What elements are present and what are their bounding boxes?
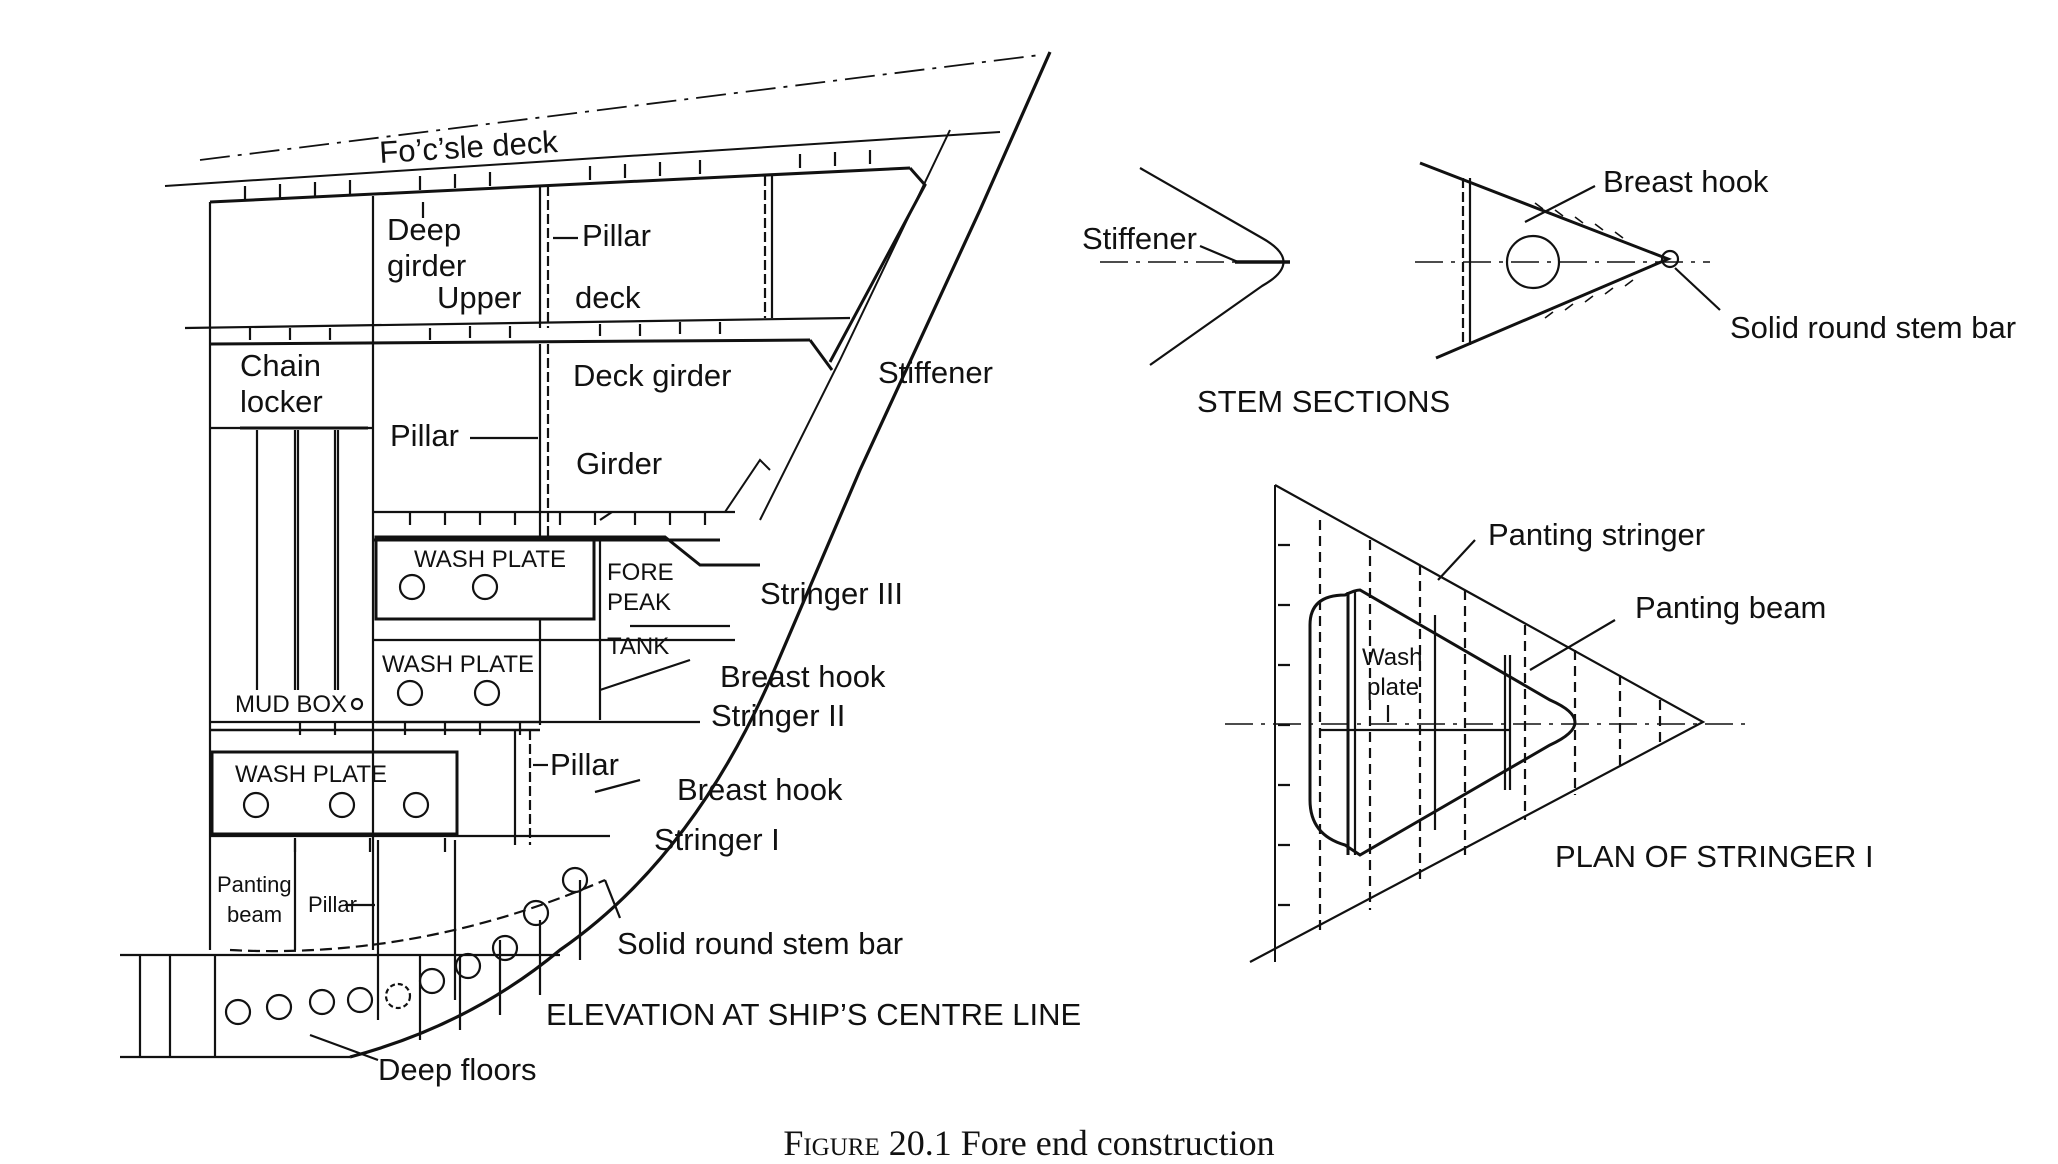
- label-pillar-mid: Pillar: [390, 418, 459, 453]
- elevation-title: ELEVATION AT SHIP’S CENTRE LINE: [546, 997, 1081, 1032]
- label-breast-hook-1: Breast hook: [720, 659, 886, 694]
- figure-caption: Figure 20.1 Fore end construction: [0, 1122, 2058, 1164]
- stem-sections-labels: Stiffener Breast hook Solid round stem b…: [1082, 164, 2016, 419]
- label-upper: Upper: [437, 280, 521, 315]
- elevation-labels: Fo’c’sle deck Deep girder Pillar Upper d…: [217, 124, 1081, 1087]
- label-deep-girder-1: Deep: [387, 212, 461, 247]
- label-pillar-low: Pillar: [550, 747, 619, 782]
- label-wash-plate-3: WASH PLATE: [235, 761, 387, 788]
- label-panting-stringer: Panting stringer: [1488, 517, 1705, 552]
- label-mud-box: MUD BOX: [235, 691, 347, 718]
- caption-figure-word: Figure: [783, 1123, 880, 1163]
- plan-stringer-drawing: [1225, 484, 1750, 963]
- label-panting-beam-2: beam: [227, 902, 282, 927]
- label-stringer-iii: Stringer III: [760, 576, 903, 611]
- label-stringer-ii: Stringer II: [711, 698, 845, 733]
- elevation-drawing: [120, 51, 1052, 1062]
- plan-stringer-title: PLAN OF STRINGER I: [1555, 839, 1874, 874]
- label-panting-beam-1: Panting: [217, 872, 292, 897]
- label-solid-round-stem-bar-elevation: Solid round stem bar: [617, 926, 903, 961]
- label-stiffener-elevation: Stiffener: [878, 355, 993, 390]
- label-breast-hook-stem: Breast hook: [1603, 164, 1769, 199]
- label-chain-locker-2: locker: [240, 384, 323, 419]
- label-wash-plate-2: WASH PLATE: [382, 651, 534, 678]
- label-deep-floors: Deep floors: [378, 1052, 537, 1087]
- label-stringer-i: Stringer I: [654, 822, 780, 857]
- label-chain-locker-1: Chain: [240, 348, 321, 383]
- label-solid-round-stem-bar-stem: Solid round stem bar: [1730, 310, 2016, 345]
- label-wash-plate-plan-2: plate: [1367, 674, 1419, 701]
- plan-stringer-labels: Panting stringer Panting beam Wash plate…: [1362, 517, 1874, 874]
- label-deck-girder: Deck girder: [573, 358, 732, 393]
- label-pillar-top: Pillar: [582, 218, 651, 253]
- label-breast-hook-2: Breast hook: [677, 772, 843, 807]
- caption-text: 20.1 Fore end construction: [879, 1123, 1275, 1163]
- label-wash-plate-plan-1: Wash: [1362, 644, 1422, 671]
- label-fore-peak-tank-2: PEAK: [607, 589, 671, 616]
- label-deep-girder-2: girder: [387, 248, 466, 283]
- label-stiffener-stem: Stiffener: [1082, 221, 1197, 256]
- label-girder: Girder: [576, 446, 662, 481]
- label-pillar-bottom: Pillar: [308, 892, 357, 917]
- label-deck: deck: [575, 280, 641, 315]
- stem-sections-title: STEM SECTIONS: [1197, 384, 1450, 419]
- label-fore-peak-tank-3: TANK: [607, 633, 669, 660]
- label-fore-peak-tank-1: FORE: [607, 559, 674, 586]
- label-wash-plate-1: WASH PLATE: [414, 546, 566, 573]
- label-panting-beam-plan: Panting beam: [1635, 590, 1826, 625]
- stem-sections-drawing: [1100, 161, 1721, 366]
